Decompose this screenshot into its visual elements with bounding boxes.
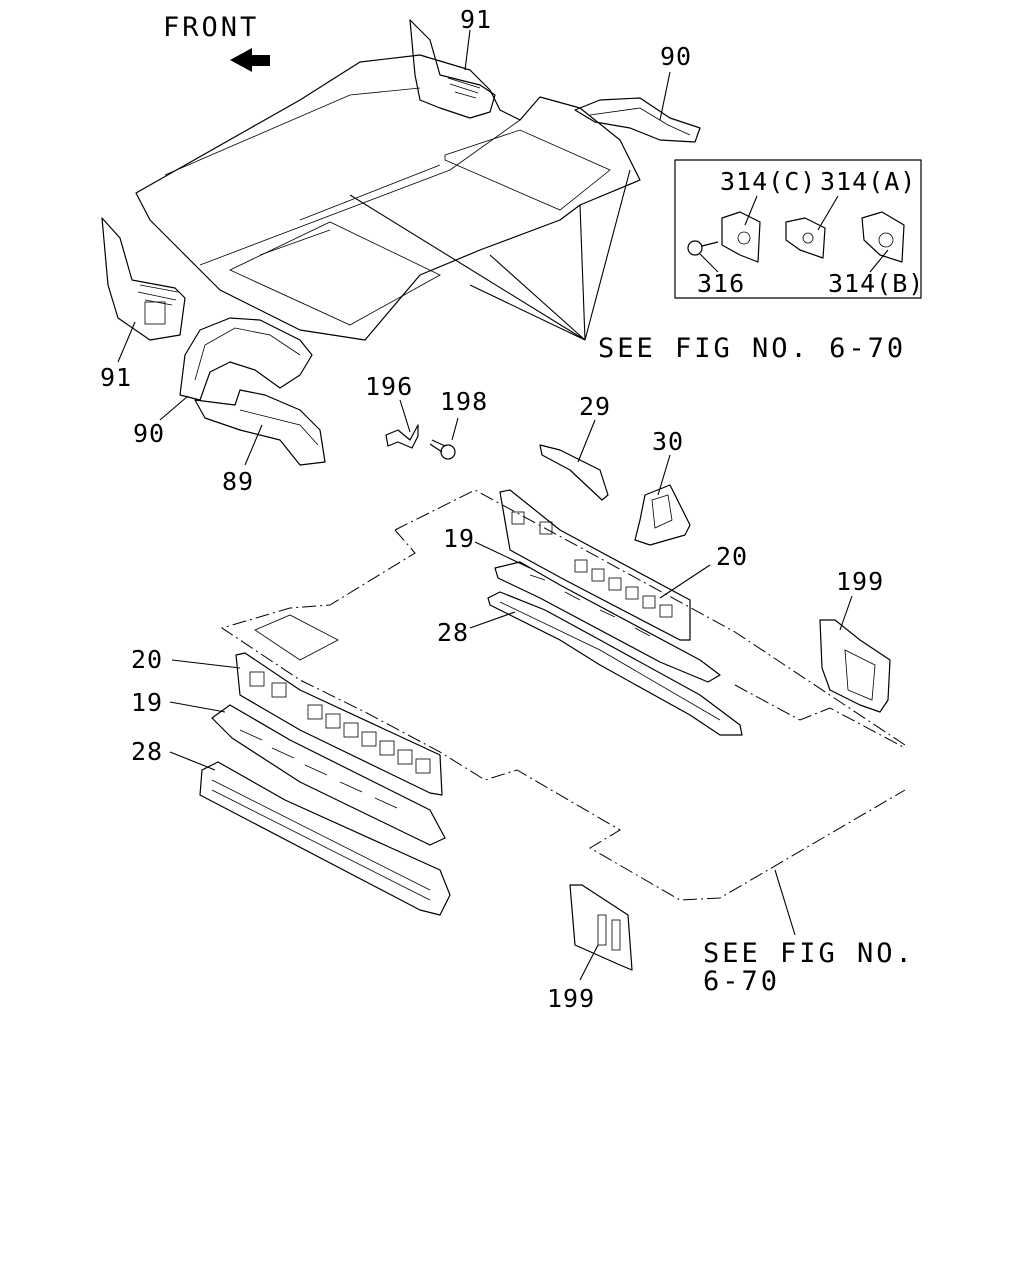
callout-20-right: 20 (716, 542, 748, 571)
inset-314c: 314(C) (720, 167, 816, 196)
part-19-left (211, 704, 446, 846)
callout-20-left: 20 (131, 645, 163, 674)
part-90-left (179, 317, 313, 401)
callout-28-left: 28 (131, 737, 163, 766)
callout-199-right: 199 (836, 567, 884, 596)
callout-91-top: 91 (460, 5, 492, 34)
part-89 (194, 389, 326, 466)
callout-90-top: 90 (660, 42, 692, 71)
callout-19-left: 19 (131, 688, 163, 717)
screw-icon (687, 240, 719, 256)
callout-29: 29 (579, 392, 611, 421)
callout-90-left: 90 (133, 419, 165, 448)
front-arrow-icon (230, 48, 270, 72)
part-90-top (574, 97, 701, 143)
part-19-right (494, 561, 721, 683)
callout-89: 89 (222, 467, 254, 496)
roof-panel (135, 54, 641, 341)
callout-19-right: 19 (443, 524, 475, 553)
see-fig-top: SEE FIG NO. 6-70 (598, 333, 906, 364)
part-29 (539, 444, 609, 501)
see-fig-bottom-line1: SEE FIG NO. (703, 938, 915, 969)
part-20-left (235, 652, 443, 796)
callout-30: 30 (652, 427, 684, 456)
part-199-bottom (569, 884, 633, 971)
part-91-left (101, 217, 186, 341)
part-28-left (199, 761, 451, 916)
inset-316: 316 (697, 269, 745, 298)
callout-91-left: 91 (100, 363, 132, 392)
inset-314a: 314(A) (820, 167, 916, 196)
part-20-right (499, 489, 691, 641)
see-fig-bottom-line2: 6-70 (703, 966, 780, 997)
part-198-clip-icon (429, 439, 456, 460)
see-fig-top-leaders (349, 169, 631, 341)
floor-outline (220, 489, 906, 901)
callout-196: 196 (365, 372, 413, 401)
part-196 (385, 424, 419, 449)
callout-198: 198 (440, 387, 488, 416)
part-30 (634, 484, 691, 546)
callout-199-bottom: 199 (547, 984, 595, 1013)
front-label: FRONT (163, 12, 259, 43)
fastener-inset (674, 159, 922, 299)
inset-314b: 314(B) (828, 269, 924, 298)
part-28-right (487, 591, 743, 736)
part-199-right (819, 619, 891, 713)
callout-28-right: 28 (437, 618, 469, 647)
part-91-top (409, 19, 496, 119)
